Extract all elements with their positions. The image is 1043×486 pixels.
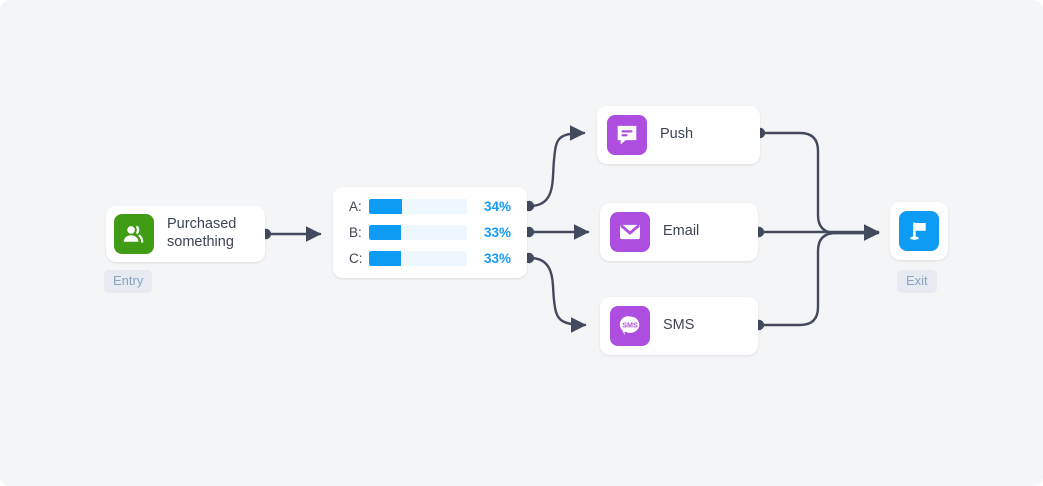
envelope-icon [610, 212, 650, 252]
group-people-icon [114, 214, 154, 254]
split-row[interactable]: C: 33% [349, 246, 511, 272]
node-push-label: Push [660, 126, 694, 143]
split-row-percent: 34% [483, 199, 511, 214]
split-row-bar-fill [369, 251, 402, 266]
node-split[interactable]: A: 34% B: 33% C: 33% [333, 187, 527, 278]
split-row-bar [369, 251, 467, 266]
svg-text:SMS: SMS [622, 322, 638, 330]
badge-entry: Entry [104, 270, 153, 293]
node-entry-label: Purchased something [167, 216, 237, 250]
badge-exit: Exit [897, 270, 937, 293]
node-entry[interactable]: Purchased something [106, 206, 265, 262]
node-email[interactable]: Email [600, 203, 758, 261]
split-row-bar [369, 225, 467, 240]
node-sms-label: SMS [663, 317, 695, 334]
split-row-bar [369, 199, 467, 214]
flag-icon [899, 211, 939, 251]
edge-sms-to-exit [758, 225, 880, 327]
node-email-label: Email [663, 223, 700, 240]
node-exit[interactable] [890, 202, 948, 260]
edge-push-to-exit [760, 131, 880, 241]
split-row[interactable]: A: 34% [349, 194, 511, 220]
split-row-key: B: [349, 225, 362, 240]
edge-split-a-to-push [528, 125, 586, 208]
split-row[interactable]: B: 33% [349, 220, 511, 246]
split-row-bar-fill [369, 199, 403, 214]
split-row-bar-fill [369, 225, 402, 240]
node-sms[interactable]: SMS SMS [600, 297, 758, 355]
split-row-key: C: [349, 251, 363, 266]
split-row-percent: 33% [483, 225, 511, 240]
sms-bubble-icon: SMS [610, 306, 650, 346]
push-message-icon [607, 115, 647, 155]
node-push[interactable]: Push [597, 106, 760, 164]
edge-split-c-to-sms [528, 256, 587, 333]
split-row-percent: 33% [483, 251, 511, 266]
split-row-key: A: [349, 199, 362, 214]
